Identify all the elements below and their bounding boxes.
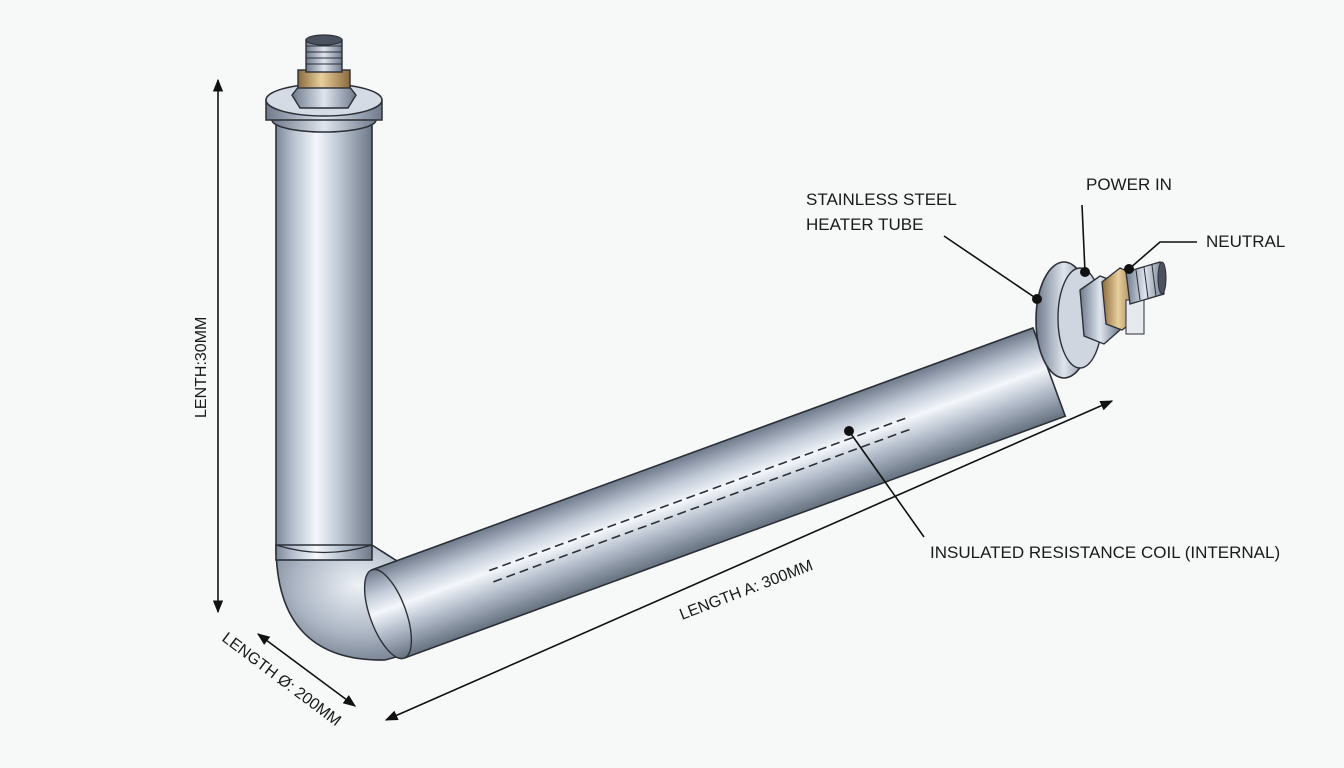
vertical-length-label: LENTH:30MM	[193, 317, 210, 418]
heater-tube-dot	[1032, 294, 1042, 304]
coil-dot	[844, 426, 854, 436]
right-flange-terminals	[1035, 261, 1167, 379]
horizontal-heater-tube	[363, 326, 1067, 660]
power-in-leader	[1081, 204, 1086, 273]
length-a-dimension-arrow	[384, 400, 1114, 721]
resistance-coil-label: INSULATED RESISTANCE COIL (INTERNAL)	[930, 543, 1280, 562]
neutral-dot	[1124, 264, 1134, 274]
heater-tube-label-line2: HEATER TUBE	[806, 215, 923, 234]
length-a-label: LENGTH A: 300MM	[677, 557, 815, 624]
top-flange-fitting	[265, 34, 383, 133]
neutral-label: NEUTRAL	[1206, 232, 1285, 251]
heater-tube-leader	[943, 235, 1038, 300]
neutral-leader	[1128, 241, 1197, 270]
power-in-dot	[1080, 267, 1090, 277]
vertical-heater-tube	[275, 117, 373, 561]
power-in-label: POWER IN	[1086, 175, 1172, 194]
length-diameter-dimension-arrow	[256, 633, 357, 707]
heater-tube-label-line1: STAINLESS STEEL	[806, 190, 957, 209]
